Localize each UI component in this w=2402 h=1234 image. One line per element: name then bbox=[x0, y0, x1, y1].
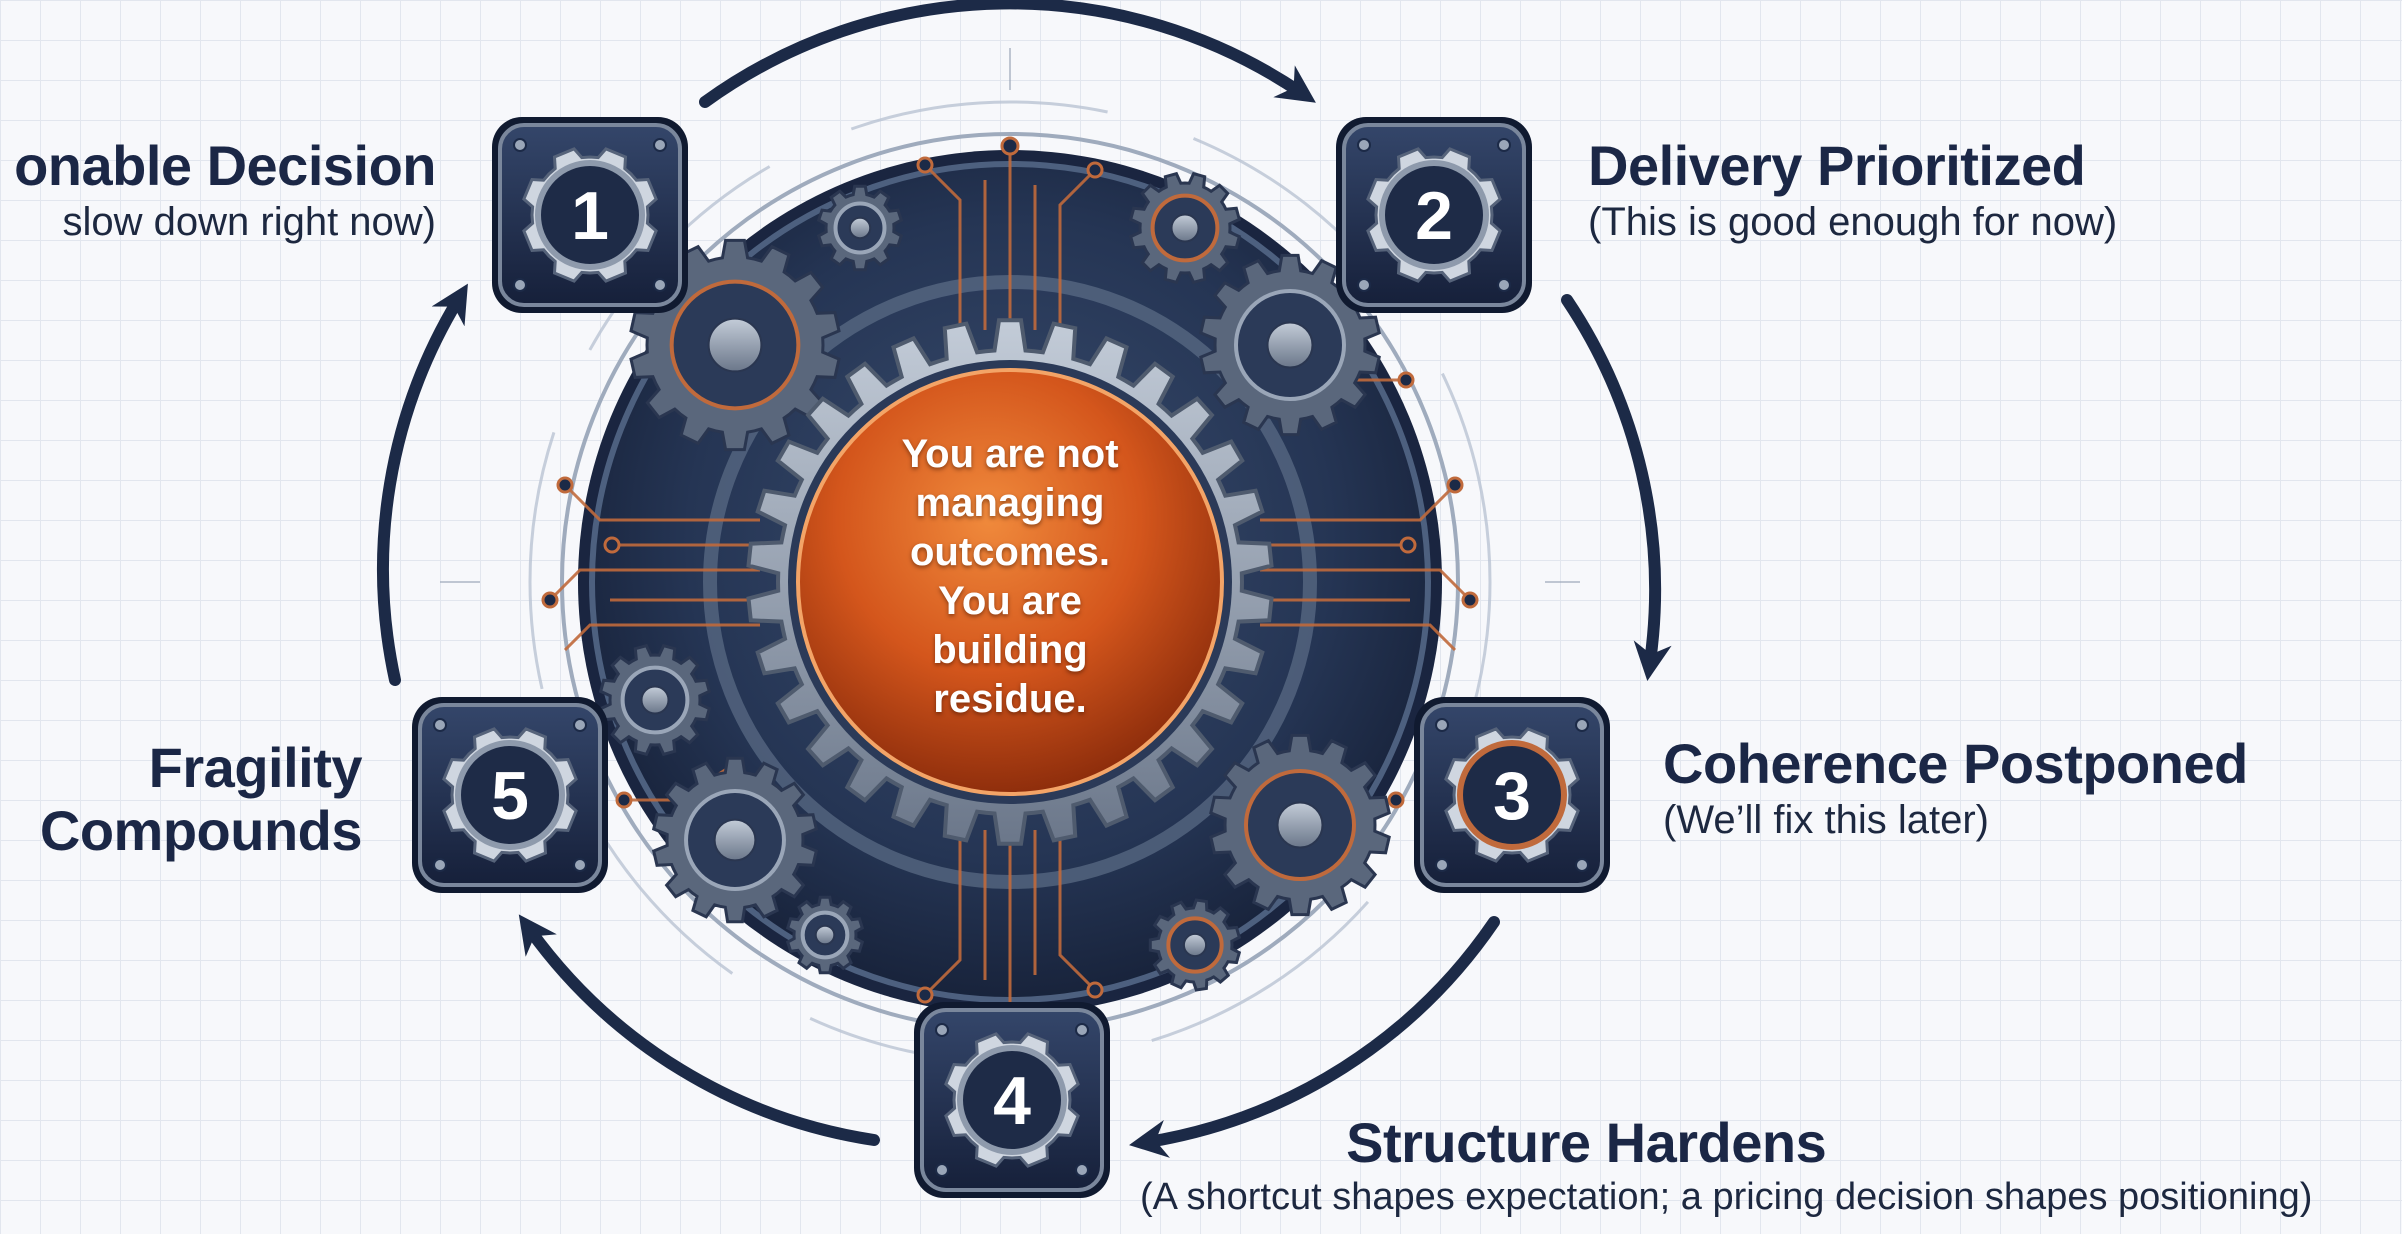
arrow-1-to-2 bbox=[699, 0, 1316, 108]
step-5-title-line: Fragility bbox=[148, 736, 363, 799]
step-3-number: 3 bbox=[1493, 758, 1531, 834]
center-message: You are not managing outcomes. You are b… bbox=[840, 430, 1180, 724]
step-4-badge: 4 bbox=[914, 1002, 1110, 1198]
step-2-badge: 2 bbox=[1336, 117, 1532, 313]
step-3-badge: 3 bbox=[1414, 697, 1610, 893]
center-line: You are bbox=[938, 579, 1082, 623]
small-gear bbox=[1128, 171, 1242, 285]
center-line: building bbox=[932, 628, 1088, 672]
step-3-label: Coherence Postponed (We’ll fix this late… bbox=[1663, 732, 2248, 844]
small-gear bbox=[1199, 253, 1381, 437]
small-gear bbox=[1209, 733, 1391, 917]
step-2-number: 2 bbox=[1415, 178, 1453, 254]
step-5-number: 5 bbox=[491, 758, 529, 834]
small-gear bbox=[598, 643, 712, 757]
step-4-title: Structure Hardens bbox=[1346, 1111, 1827, 1174]
step-3-subtitle: (We’ll fix this later) bbox=[1663, 797, 1989, 842]
step-badges: 1 2 3 4 5 bbox=[412, 117, 1610, 1198]
step-4-subtitle: (A shortcut shapes expectation; a pricin… bbox=[1140, 1175, 2313, 1218]
step-1-subtitle: slow down right now) bbox=[62, 199, 437, 244]
arrow-3-to-4 bbox=[1129, 916, 1500, 1158]
step-4-label: Structure Hardens (A shortcut shapes exp… bbox=[1140, 1111, 2313, 1220]
step-2-title: Delivery Prioritized bbox=[1588, 134, 2086, 197]
center-line: You are not bbox=[901, 432, 1119, 476]
arrow-2-to-3 bbox=[1561, 294, 1672, 682]
step-5-label: Fragility Compounds bbox=[39, 736, 363, 862]
arrow-5-to-1 bbox=[377, 283, 468, 686]
center-line: managing bbox=[915, 481, 1105, 525]
step-5-title-line: Compounds bbox=[39, 798, 363, 862]
small-gear bbox=[816, 184, 904, 272]
step-5-badge: 5 bbox=[412, 697, 608, 893]
step-1-label: onable Decision slow down right now) bbox=[14, 134, 437, 246]
step-1-badge: 1 bbox=[492, 117, 688, 313]
cycle-arrows bbox=[377, 0, 1672, 1158]
step-1-title: onable Decision bbox=[14, 134, 436, 197]
center-gear bbox=[746, 318, 1274, 846]
step-1-number: 1 bbox=[571, 178, 609, 254]
center-line: outcomes. bbox=[909, 530, 1111, 574]
center-core bbox=[796, 368, 1224, 796]
step-3-title: Coherence Postponed bbox=[1663, 732, 2248, 795]
small-gear bbox=[1148, 898, 1242, 992]
crosshair-lines bbox=[440, 48, 1580, 583]
step-4-number: 4 bbox=[993, 1063, 1031, 1139]
step-2-label: Delivery Prioritized (This is good enoug… bbox=[1588, 134, 2118, 246]
small-gear bbox=[651, 756, 819, 924]
arrow-4-to-5 bbox=[518, 914, 880, 1146]
step-2-subtitle: (This is good enough for now) bbox=[1588, 199, 2118, 244]
small-gears bbox=[598, 171, 1391, 992]
small-gear bbox=[785, 895, 865, 975]
center-line: residue. bbox=[933, 677, 1087, 721]
